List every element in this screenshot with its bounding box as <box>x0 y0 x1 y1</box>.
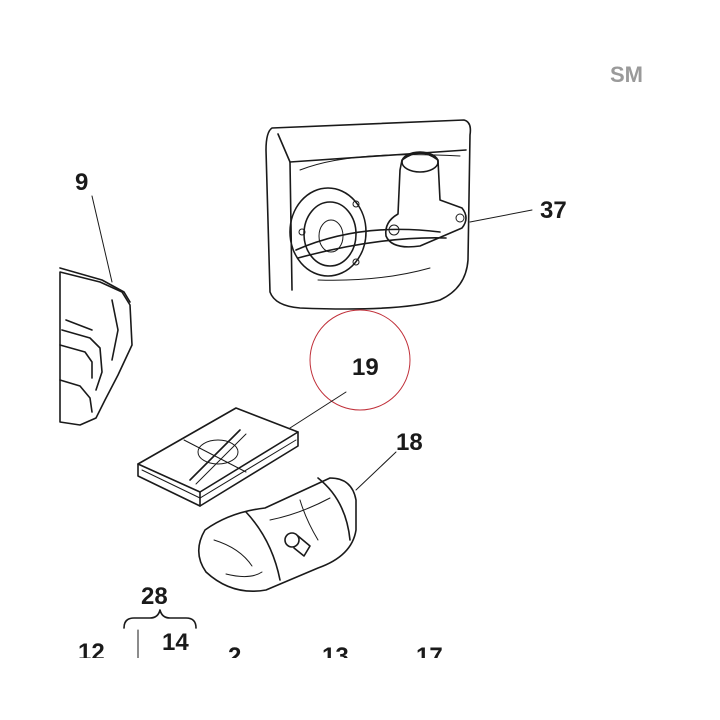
leader-line-18 <box>355 451 397 491</box>
highlight-circle <box>309 309 411 411</box>
callout-19: 19 <box>352 354 379 381</box>
callout-18: 18 <box>396 429 423 456</box>
svg-text:SM: SM <box>610 62 643 87</box>
callout-28: 28 <box>141 583 168 610</box>
part-9-tray <box>59 267 133 426</box>
callout-9: 9 <box>75 169 88 196</box>
callout-37: 37 <box>540 197 567 224</box>
part-18-tool-pouch <box>197 477 357 592</box>
bottom-crop <box>0 658 720 720</box>
leader-line-37 <box>469 209 533 223</box>
leader-line-19 <box>289 391 347 429</box>
brace-28 <box>123 609 197 629</box>
callout-14: 14 <box>162 629 189 656</box>
part-19-booklet <box>137 407 299 507</box>
part-37-panel <box>265 119 472 310</box>
corner-logo-mark: SM <box>610 62 643 87</box>
leader-line-9 <box>91 195 113 283</box>
